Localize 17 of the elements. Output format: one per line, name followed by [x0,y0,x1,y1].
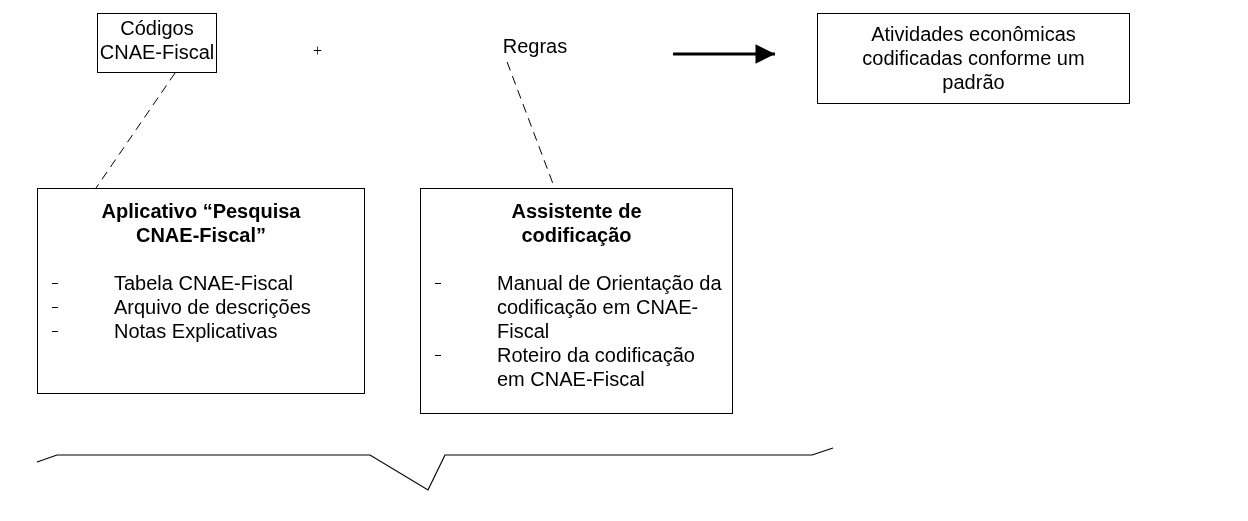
box-heading: Assistente de codificação [510,199,643,247]
list-item: Notas Explicativas [114,320,278,342]
text-box [37,188,365,394]
dashed-connector [95,72,176,189]
list-item: Arquivo de descrições [114,296,311,318]
box-text: Códigos CNAE-Fiscal [98,16,216,64]
list-item: Roteiro da codificação em CNAE-Fiscal [497,344,695,390]
list-item: Manual de Orientação da codificação em CNAE-Fiscal [497,272,722,342]
box-heading: Aplicativo “Pesquisa CNAE-Fiscal” [100,199,302,247]
text-label: Regras [490,34,580,62]
text-box [817,13,1130,104]
text-box [420,188,733,414]
arrow [673,44,775,64]
plus-sign: + [313,42,323,60]
box-text: Atividades econômicas codificadas conforme um padrão [861,22,1086,94]
text-box [97,13,217,73]
list-item: Tabela CNAE-Fiscal [114,272,293,294]
